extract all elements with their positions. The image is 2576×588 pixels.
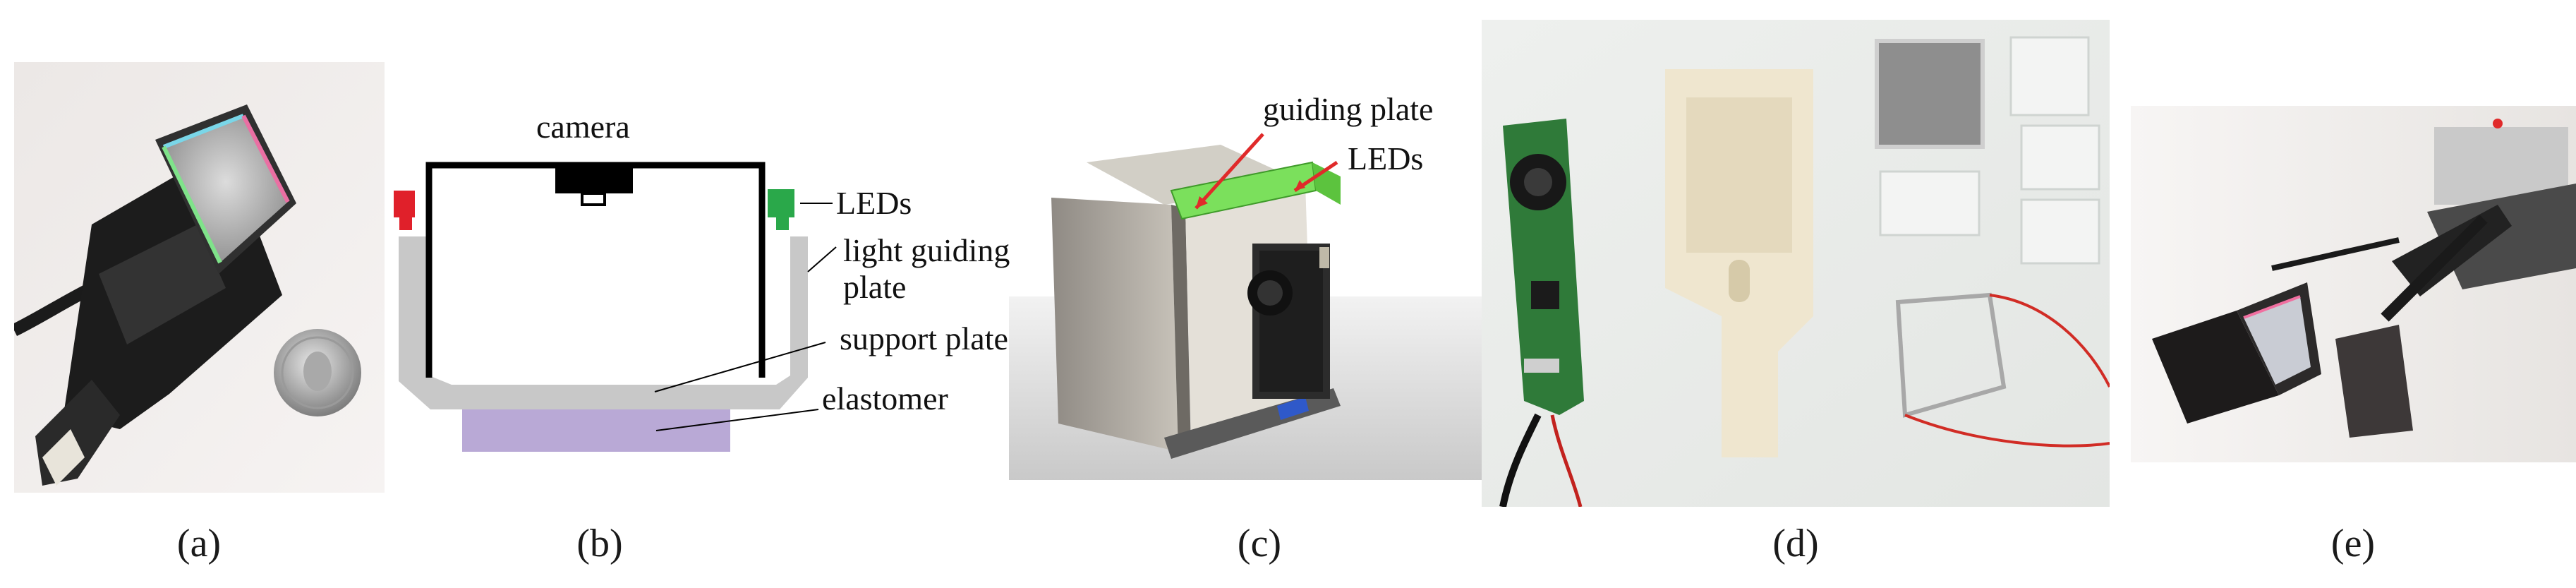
label-elastomer: elastomer: [822, 380, 948, 416]
arrow-guiding-plate: [1195, 133, 1264, 210]
gripper-photo: [2131, 106, 2576, 462]
panel-d-photo: [1482, 20, 2110, 507]
label-plate: plate: [843, 269, 906, 305]
caption-e: (e): [2330, 522, 2376, 565]
components-photo: [1482, 20, 2110, 507]
camera-body: [555, 165, 633, 193]
led-left: [394, 191, 415, 230]
caption-c: (c): [1237, 522, 1282, 565]
caption-b: (b): [576, 522, 623, 565]
caption-d: (d): [1772, 522, 1819, 565]
label-leds: LEDs: [836, 185, 912, 221]
panel-e-photo: [2131, 106, 2576, 462]
label-guiding-plate: guiding plate: [1263, 91, 1433, 127]
sensor-schematic: camera LEDs light guiding plate support …: [394, 109, 1010, 452]
panel-b-diagram: camera LEDs light guiding plate support …: [381, 99, 1087, 466]
panel-a-photo: [14, 62, 385, 493]
sensor-frame: [425, 162, 766, 378]
label-camera: camera: [536, 109, 630, 145]
caption-a: (a): [176, 522, 222, 565]
sensor-cad-render: guiding plate LEDs: [1009, 91, 1482, 480]
elastomer: [462, 409, 730, 452]
label-leds-c: LEDs: [1348, 140, 1423, 176]
sensor-photo-a: [14, 62, 385, 493]
led-right: [768, 189, 794, 230]
support-plate: [399, 236, 808, 409]
panel-c-render: guiding plate LEDs: [1009, 85, 1482, 480]
label-support-plate: support plate: [840, 320, 1008, 356]
label-light-guiding: light guiding: [843, 232, 1010, 268]
